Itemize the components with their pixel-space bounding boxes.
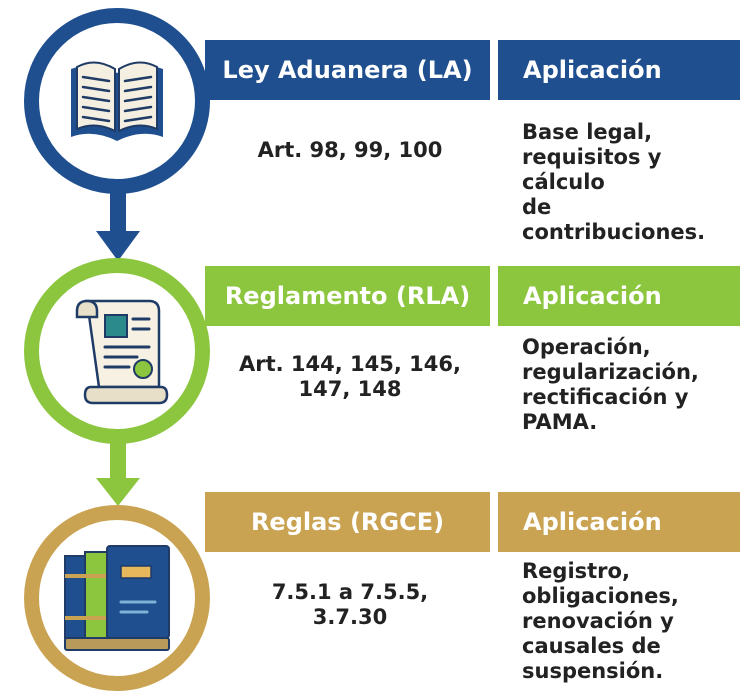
tier-1-description-line: Base legal,: [522, 120, 653, 144]
tier-3-description-line: Registro,: [522, 559, 630, 583]
tier-2-articles-line-1: Art. 144, 145, 146,: [239, 352, 461, 376]
tier-1-articles-line-1: Art. 98, 99, 100: [257, 138, 443, 162]
tier-2-source-header: Reglamento (RLA): [205, 266, 490, 326]
tier-2-description: Operación, regularización, rectificación…: [522, 335, 737, 435]
tier-1-description: Base legal, requisitos y cálculo de cont…: [522, 120, 737, 245]
tier-2-articles: Art. 144, 145, 146, 147, 148: [230, 352, 470, 402]
tier-3-icon-ring: [24, 505, 210, 691]
tier-2-articles-line-2: 147, 148: [298, 377, 402, 401]
tier-1-articles: Art. 98, 99, 100: [230, 138, 470, 163]
tier-3-application-header: Aplicación: [498, 492, 740, 552]
tier-3-description-line: renovación y: [522, 609, 674, 633]
tier-1-source-header: Ley Aduanera (LA): [205, 40, 490, 100]
tier-2-description-line: PAMA.: [522, 410, 598, 434]
tier-1-application-header: Aplicación: [498, 40, 740, 100]
tier-3-description-line: suspensión.: [522, 659, 664, 683]
open-book-icon: [71, 61, 163, 141]
tier-3-description: Registro, obligaciones, renovación y cau…: [522, 559, 737, 684]
tier-2-description-line: rectificación y: [522, 385, 689, 409]
tier-2-icon-ring: [24, 258, 210, 444]
tier-3-description-line: obligaciones,: [522, 584, 679, 608]
tier-3-articles-line-1: 7.5.1 a 7.5.5,: [271, 580, 429, 604]
tier-2-application-header: Aplicación: [498, 266, 740, 326]
tier-1-icon-ring: [24, 8, 210, 194]
tier-2-description-line: regularización,: [522, 360, 699, 384]
tier-3-articles-line-2: 3.7.30: [312, 605, 388, 629]
tier-1-description-line: de contribuciones.: [522, 195, 706, 244]
connector-arrow-1: [96, 185, 140, 261]
connector-arrow-2: [96, 440, 140, 506]
document-scroll-icon: [75, 299, 169, 405]
stacked-books-icon: [64, 545, 170, 651]
tier-3-articles: 7.5.1 a 7.5.5, 3.7.30: [230, 580, 470, 630]
tier-1-description-line: requisitos y cálculo: [522, 145, 662, 194]
tier-3-description-line: causales de: [522, 634, 661, 658]
tier-2-description-line: Operación,: [522, 335, 651, 359]
tier-3-source-header: Reglas (RGCE): [205, 492, 490, 552]
